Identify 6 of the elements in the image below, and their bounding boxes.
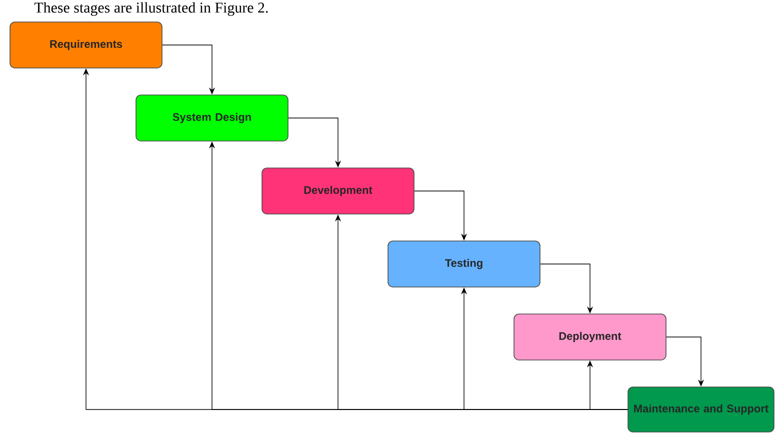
stage-box: System Design	[136, 94, 288, 142]
stage-box: Development	[262, 168, 414, 214]
stage-box: Testing	[388, 240, 540, 288]
stage-box: Requirements	[10, 22, 162, 68]
stage-box: Maintenance and Support	[628, 386, 774, 432]
stage-box: Deployment	[514, 314, 666, 360]
